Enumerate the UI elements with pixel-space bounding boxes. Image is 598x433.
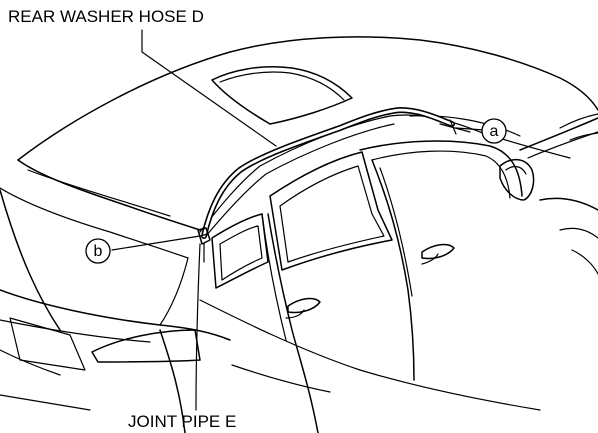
vehicle-outline	[0, 36, 598, 433]
callout-a-text: a	[490, 123, 499, 140]
leader-lines	[111, 29, 485, 411]
rear-washer-hose-label: REAR WASHER HOSE D	[8, 7, 204, 26]
callout-b: b	[85, 238, 111, 264]
joint-pipe-label: JOINT PIPE E	[128, 412, 236, 431]
rear-washer-hose	[201, 107, 471, 239]
callout-a: a	[481, 118, 507, 144]
joint-pipe	[197, 227, 211, 263]
callout-b-text: b	[94, 243, 103, 260]
